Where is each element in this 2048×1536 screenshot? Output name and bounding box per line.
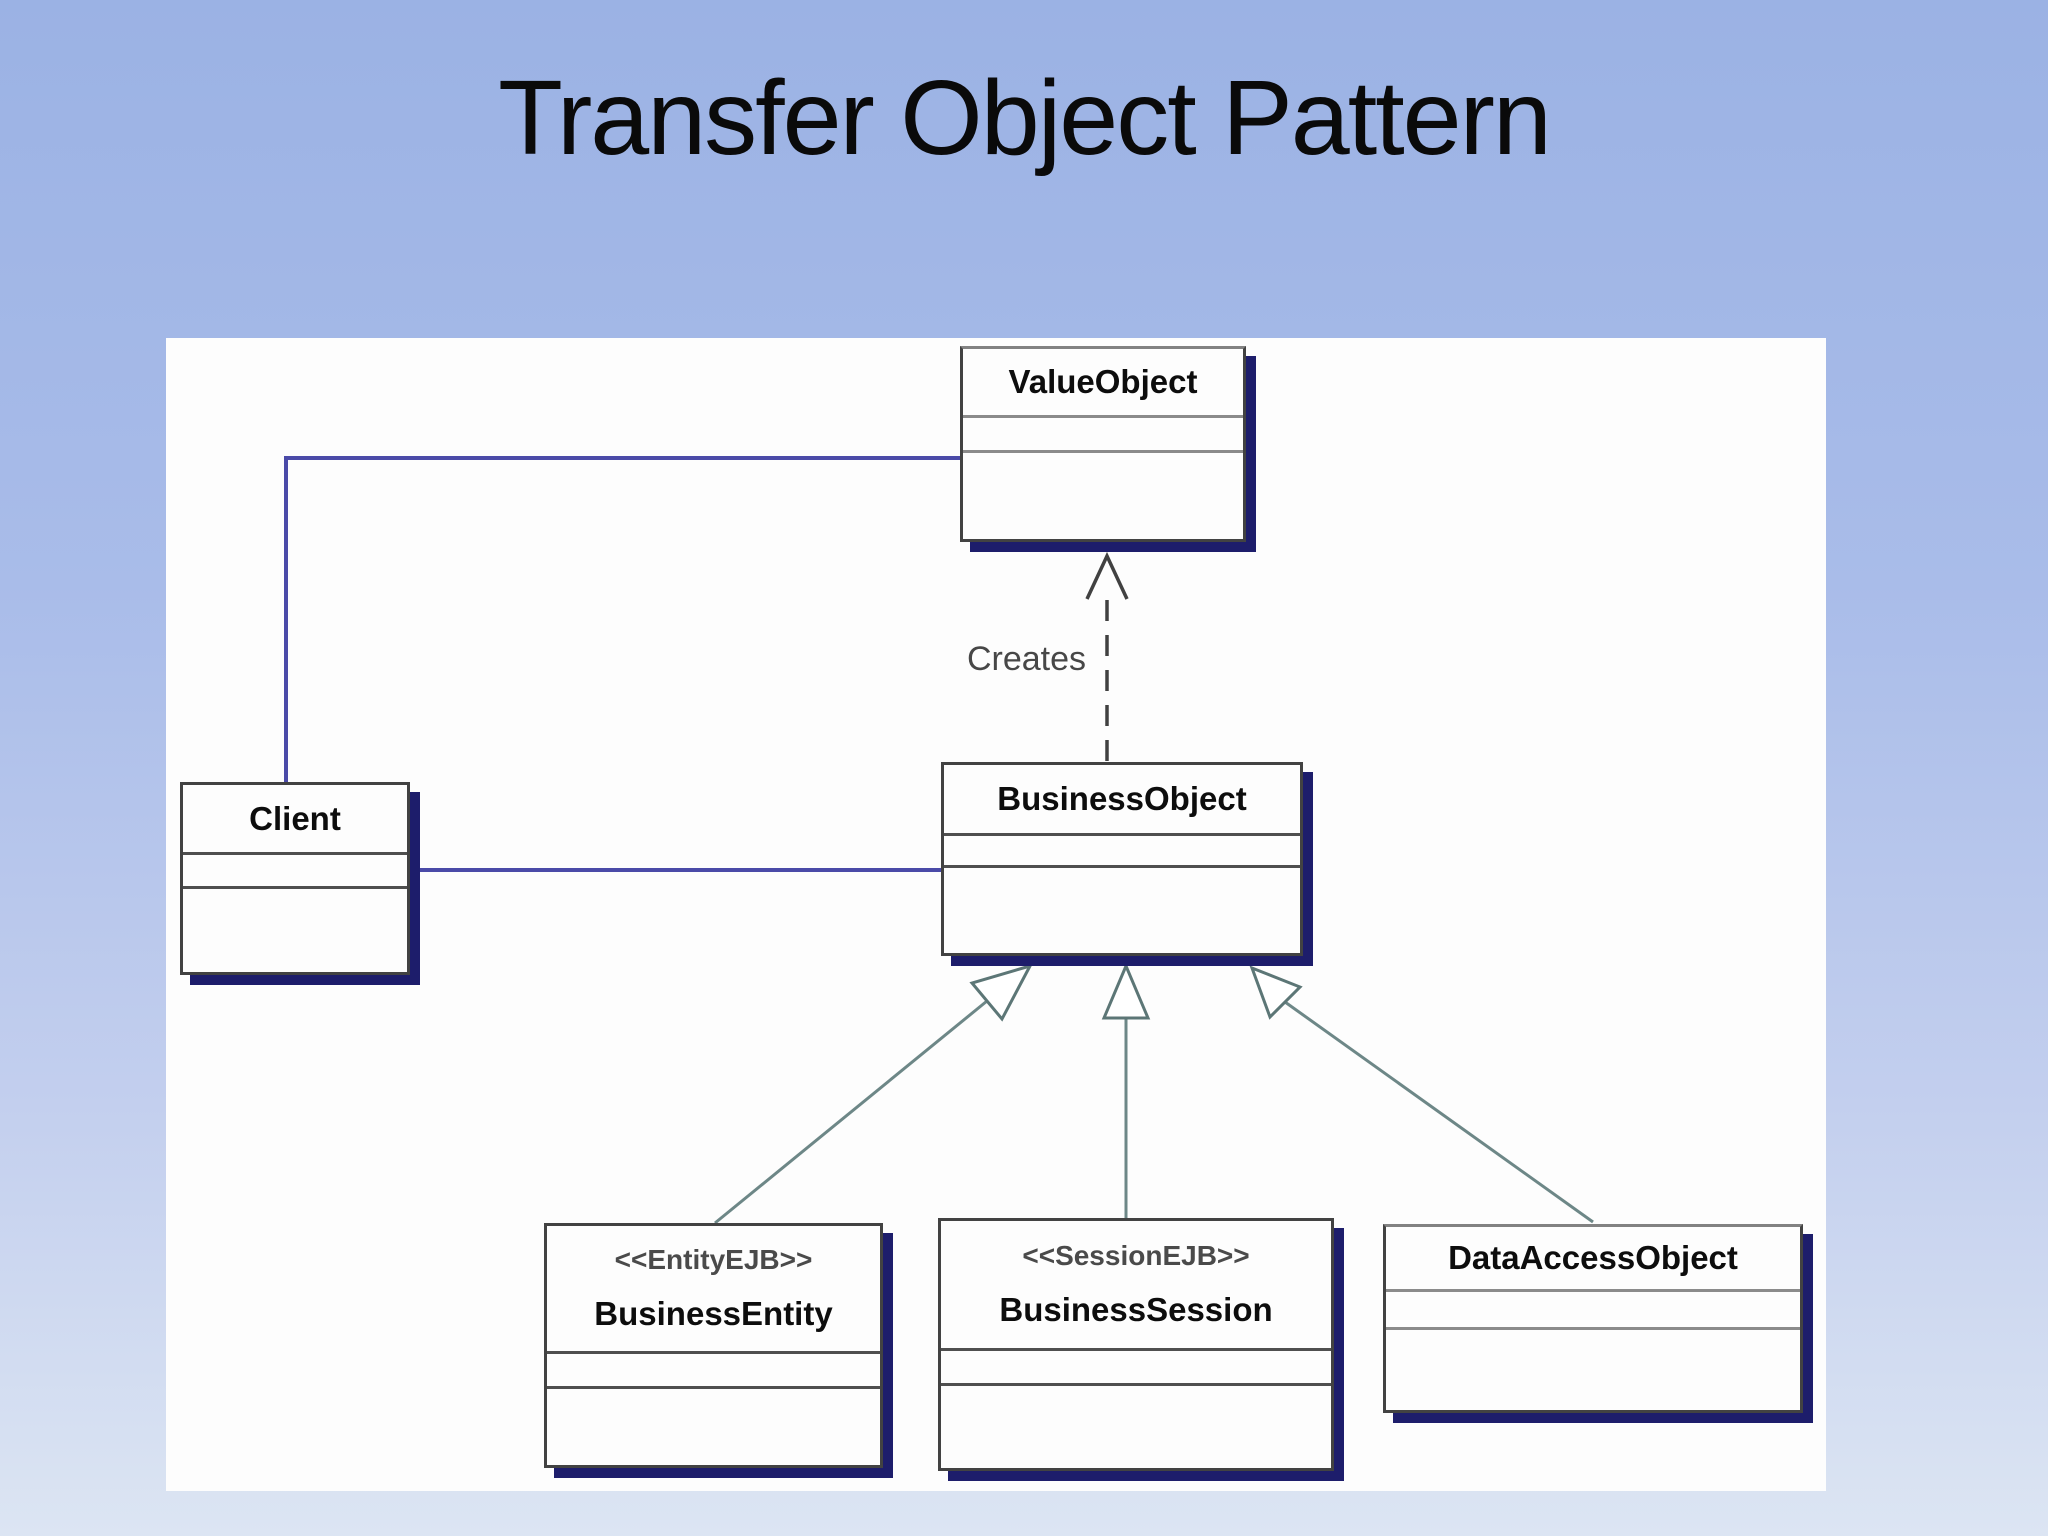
dependency-creates-label: Creates	[966, 640, 1086, 678]
class-client-title: Client	[183, 785, 407, 852]
class-dataaccessobject: DataAccessObject	[1383, 1224, 1803, 1413]
class-businessobject-attributes	[944, 833, 1300, 865]
class-businessentity: <<EntityEJB>> BusinessEntity	[544, 1223, 883, 1468]
class-businesssession-operations	[941, 1383, 1331, 1468]
generalization-businessentity-businessobject	[714, 963, 1033, 1225]
dependency-creates-arrow	[1085, 551, 1129, 762]
association-client-valueobject	[284, 456, 960, 782]
class-client-operations	[183, 886, 407, 972]
class-valueobject-title: ValueObject	[963, 349, 1243, 415]
class-valueobject: ValueObject	[960, 346, 1246, 542]
class-businessobject-title: BusinessObject	[944, 765, 1300, 833]
class-dataaccessobject-title: DataAccessObject	[1386, 1227, 1800, 1289]
class-client: Client	[180, 782, 410, 975]
class-businesssession-title: <<SessionEJB>> BusinessSession	[941, 1221, 1331, 1348]
class-dataaccessobject-name: DataAccessObject	[1448, 1239, 1738, 1276]
class-businesssession-attributes	[941, 1348, 1331, 1383]
generalization-businesssession-businessobject	[1101, 962, 1151, 1218]
class-businessobject-name: BusinessObject	[997, 780, 1247, 817]
class-valueobject-attributes	[963, 415, 1243, 450]
class-dataaccessobject-attributes	[1386, 1289, 1800, 1327]
class-dataaccessobject-operations	[1386, 1327, 1800, 1410]
class-client-name: Client	[249, 799, 341, 837]
class-businesssession: <<SessionEJB>> BusinessSession	[938, 1218, 1334, 1471]
class-businessobject: BusinessObject	[941, 762, 1303, 956]
class-valueobject-operations	[963, 450, 1243, 539]
page-title: Transfer Object Pattern	[498, 59, 1552, 177]
class-businessentity-name: BusinessEntity	[594, 1294, 833, 1332]
class-businessentity-stereotype: <<EntityEJB>>	[614, 1244, 813, 1276]
class-businessentity-attributes	[547, 1351, 880, 1386]
uml-diagram-panel: Creates ValueObject Client BusinessObjec…	[166, 338, 1826, 1491]
class-businesssession-name: BusinessSession	[999, 1291, 1273, 1328]
class-client-attributes	[183, 852, 407, 886]
generalization-dataaccessobject-businessobject	[1249, 965, 1594, 1224]
class-businesssession-stereotype: <<SessionEJB>>	[1022, 1240, 1250, 1271]
class-valueobject-name: ValueObject	[1008, 363, 1198, 400]
class-businessentity-operations	[547, 1386, 880, 1465]
class-businessobject-operations	[944, 865, 1300, 953]
class-businessentity-title: <<EntityEJB>> BusinessEntity	[547, 1226, 880, 1351]
uml-connectors-layer	[284, 456, 1594, 1225]
